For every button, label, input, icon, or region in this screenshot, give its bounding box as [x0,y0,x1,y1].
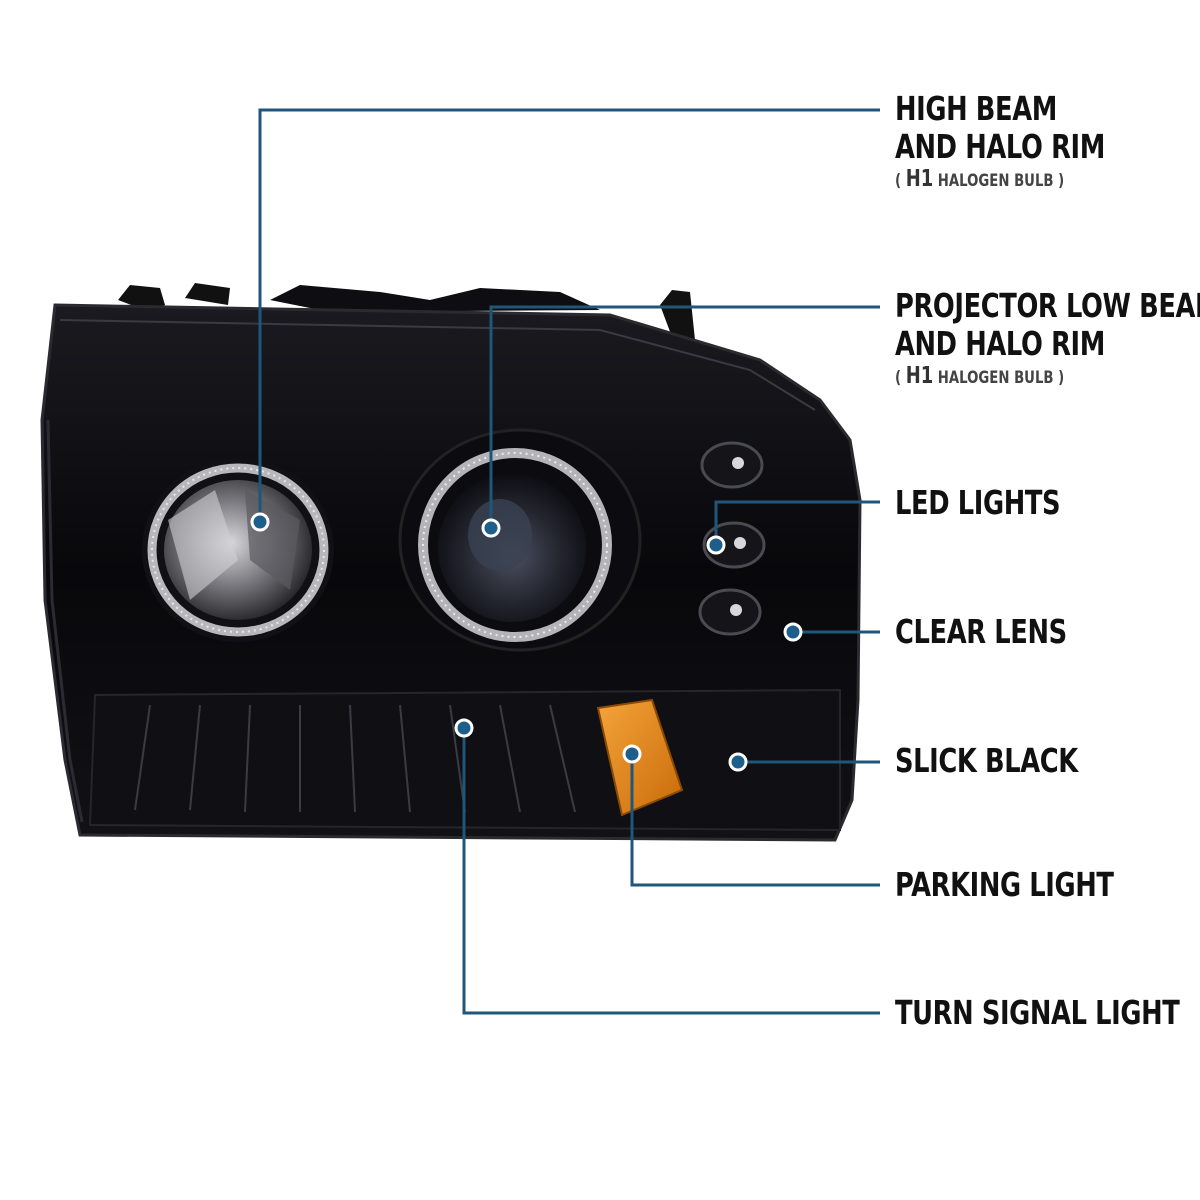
label-projector-line1: PROJECTOR LOW BEAM [895,286,1200,325]
lens-ribs [134,704,576,813]
callout-line-high-beam [258,108,880,522]
callout-dot-turn-signal [454,718,474,738]
projector-low-beam [398,428,642,652]
label-led-lights: LED LIGHTS [895,483,1061,522]
callout-line-turn-signal [462,728,880,1015]
led-pods [698,441,766,636]
callout-line-parking [630,754,880,887]
callout-dot-projector [481,518,501,538]
callout-dot-slick-black [728,752,748,772]
mounting-brackets [118,283,695,345]
callout-line-led [714,500,880,545]
label-high-beam-line1: HIGH BEAM [895,89,1057,128]
high-beam-reflector [142,458,334,642]
label-slick-black: SLICK BLACK [895,741,1078,780]
callout-dot-high-beam [250,512,270,532]
label-high-beam: HIGH BEAM AND HALO RIM ( H1 HALOGEN BULB… [895,90,1105,192]
label-high-beam-bulb: ( H1 HALOGEN BULB ) [895,166,1065,192]
callout-lines [258,108,880,1015]
label-high-beam-line2: AND HALO RIM [895,127,1105,166]
callout-dot-led [706,535,726,555]
callout-dot-clear-lens [783,622,803,642]
label-projector-low-beam: PROJECTOR LOW BEAM AND HALO RIM ( H1 HAL… [895,287,1200,389]
label-clear-lens: CLEAR LENS [895,612,1067,651]
callout-line-projector [489,305,880,528]
label-projector-line2: AND HALO RIM [895,324,1105,363]
label-projector-bulb: ( H1 HALOGEN BULB ) [895,363,1065,389]
callout-dot-parking [622,744,642,764]
label-turn-signal-light: TURN SIGNAL LIGHT [895,993,1180,1032]
label-parking-light: PARKING LIGHT [895,865,1114,904]
callout-dots [250,512,803,772]
